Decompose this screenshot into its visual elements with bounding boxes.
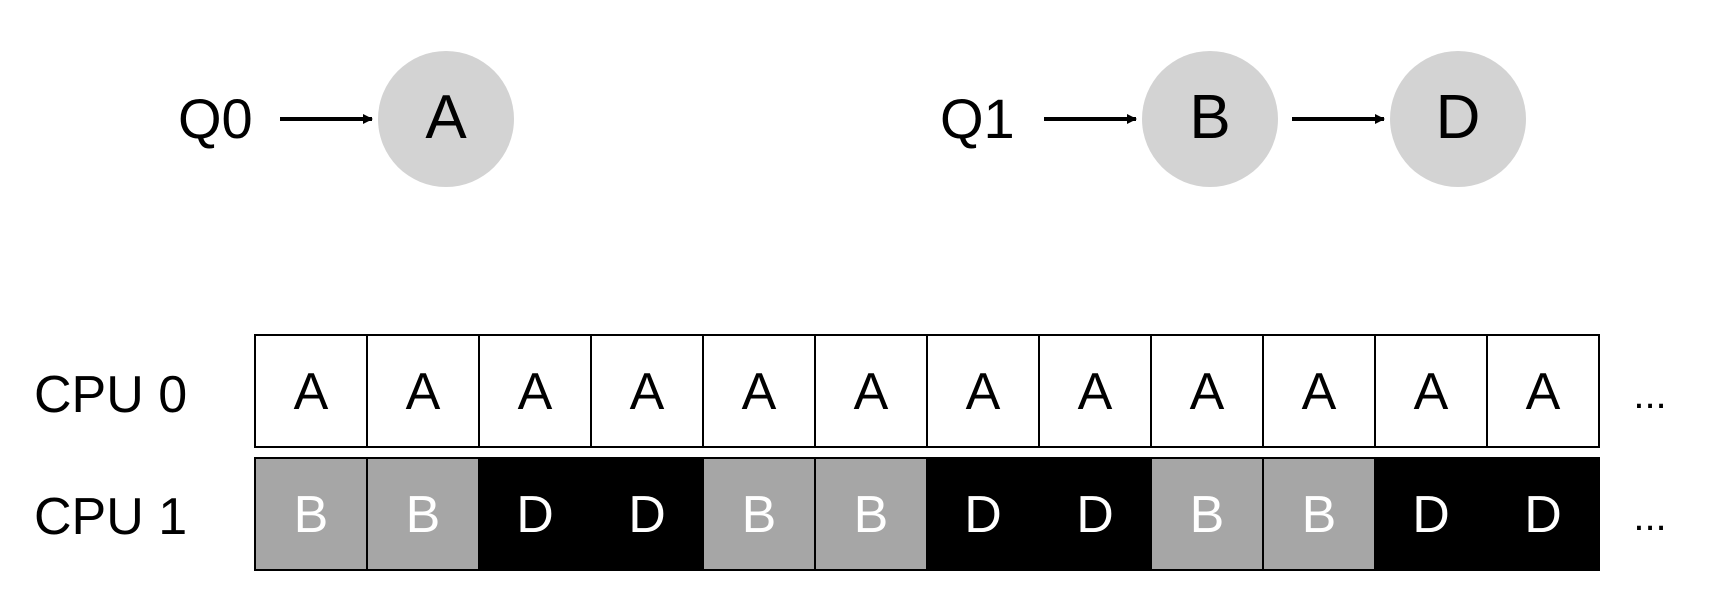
timeline-cell-label: A [1526, 363, 1561, 421]
timeline-cell-label: A [1078, 363, 1113, 421]
timeline-cell-label: B [294, 486, 329, 544]
timeline-cell-label: B [406, 486, 441, 544]
timeline-cell [590, 457, 704, 571]
timeline-cell [1262, 457, 1376, 571]
timeline-cell [1374, 334, 1488, 448]
timeline-cell [366, 457, 480, 571]
timeline-cell [1374, 457, 1488, 571]
timeline-cell-label: B [854, 486, 889, 544]
ellipsis-cpu-1: ... [1633, 495, 1666, 539]
cpu-label-1: CPU 1 [34, 488, 187, 546]
job-circle-d [1390, 51, 1526, 187]
timeline-cell-label: A [630, 363, 665, 421]
timeline-cell [814, 457, 928, 571]
job-node-label-a: A [425, 83, 467, 152]
timeline-cell-label: B [742, 486, 777, 544]
timeline-cell [1038, 334, 1152, 448]
queue-q1: Q1 B D [940, 51, 1526, 187]
timeline-cell [1038, 457, 1152, 571]
cpu-row-0: CPU 0 A A A A A A A A A A A A ... [34, 334, 1667, 448]
timeline-cell [1486, 334, 1600, 448]
timeline-cell [366, 334, 480, 448]
timeline-cell-label: A [1190, 363, 1225, 421]
timeline-cell [1150, 334, 1264, 448]
job-node-d: D [1390, 51, 1526, 187]
timeline-cell-label: A [854, 363, 889, 421]
timeline-cell-label: D [1076, 486, 1114, 544]
timeline-cell [926, 457, 1040, 571]
timeline-cell [814, 334, 928, 448]
ellipsis-cpu-0: ... [1633, 373, 1666, 417]
timeline-cell [478, 457, 592, 571]
timeline-cell [702, 457, 816, 571]
queue-q0: Q0 A [178, 51, 514, 187]
timeline-cell-label: A [518, 363, 553, 421]
job-circle-a [378, 51, 514, 187]
job-node-label-b: B [1189, 83, 1230, 152]
job-node-b: B [1142, 51, 1278, 187]
timeline-cell-label: B [1302, 486, 1337, 544]
timeline-cell [254, 457, 368, 571]
timeline-cell-label: A [1302, 363, 1337, 421]
timeline-cell [926, 334, 1040, 448]
timeline-cell-label: A [966, 363, 1001, 421]
timeline-cell-label: B [1190, 486, 1225, 544]
timeline-cell-label: A [294, 363, 329, 421]
timeline-cell-label: A [742, 363, 777, 421]
timeline-cell-label: A [406, 363, 441, 421]
cpu-row-1: CPU 1 B B D D B B D D B B D D ... [34, 457, 1667, 571]
timeline-cell-label: D [628, 486, 666, 544]
timeline-cell-label: D [964, 486, 1002, 544]
cpu-label-0: CPU 0 [34, 366, 187, 424]
job-node-label-d: D [1436, 83, 1481, 152]
queue-label-q1: Q1 [940, 87, 1015, 150]
job-circle-b [1142, 51, 1278, 187]
timeline-cell [1486, 457, 1600, 571]
queue-label-q0: Q0 [178, 87, 253, 150]
job-node-a: A [378, 51, 514, 187]
timeline-cell-label: D [516, 486, 554, 544]
timeline-cell-label: D [1524, 486, 1562, 544]
timeline-cell [254, 334, 368, 448]
timeline-cell-label: A [1414, 363, 1449, 421]
timeline-cell-label: D [1412, 486, 1450, 544]
